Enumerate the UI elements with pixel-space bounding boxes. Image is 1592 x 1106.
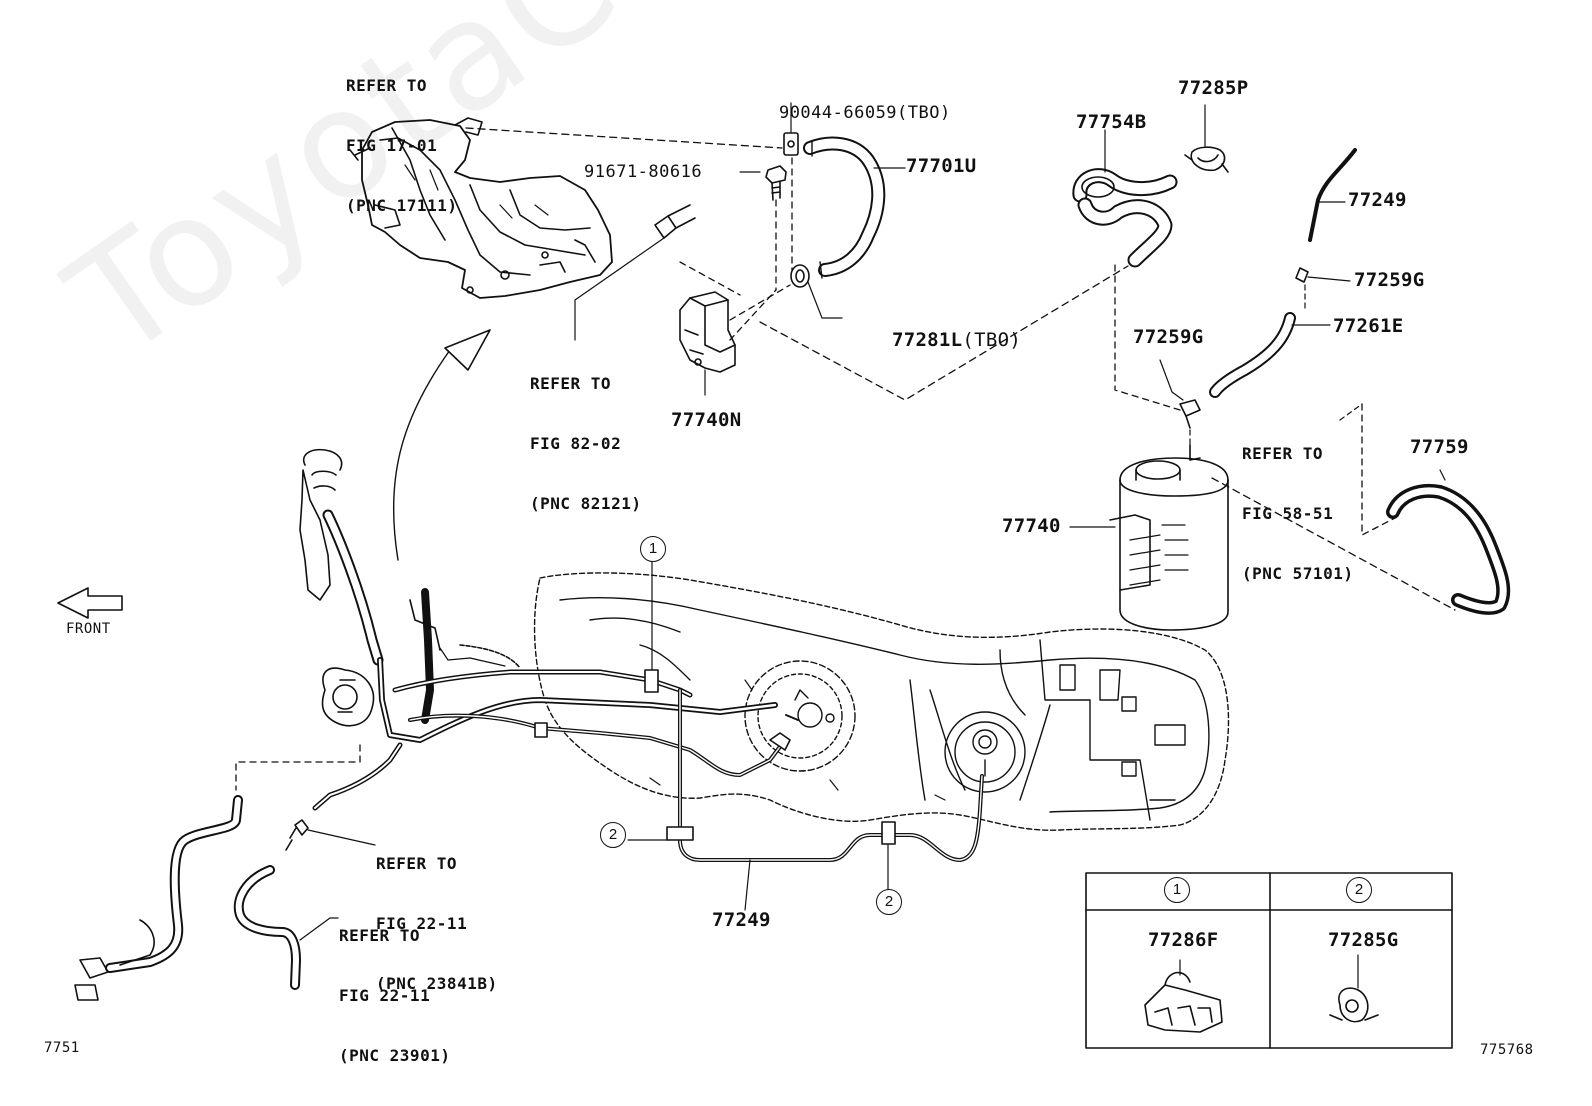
clip-77259G-right-drawing (1295, 267, 1351, 283)
tbo-note: (TBO) (962, 329, 1022, 351)
ref-line: (PNC 82121) (530, 494, 642, 513)
ref-line: (PNC 17111) (346, 196, 458, 215)
legend-col1-number: 1 (1164, 877, 1190, 903)
callout-2-left: 2 (600, 822, 626, 848)
ref-fig-22-11-b: REFER TO FIG 22-11 (PNC 23901) (339, 886, 450, 1106)
part-77249-top: 77249 (1348, 189, 1407, 211)
canister-77740-drawing (1069, 444, 1229, 631)
part-77281L: 77281L(TBO) (845, 309, 1021, 372)
ref-line: FIG 22-11 (376, 914, 468, 933)
ref-line: REFER TO (346, 76, 428, 95)
intake-manifold-drawing (349, 117, 613, 299)
ref-fig-82-02: REFER TO FIG 82-02 (PNC 82121) (530, 334, 641, 554)
hose-77249-top-drawing (1308, 148, 1357, 242)
tbo-note: (TBO) (897, 103, 951, 123)
part-77259G-left: 77259G (1133, 326, 1204, 348)
bolt-91671-drawing (739, 165, 787, 201)
figure-code-right: 775768 (1480, 1042, 1534, 1058)
hose-77754B-drawing (1072, 129, 1178, 268)
part-77701U: 77701U (906, 155, 977, 177)
fuel-lines-drawing (312, 559, 984, 896)
part-91671-80616: 91671-80616 (584, 162, 703, 182)
ref-line: REFER TO (530, 374, 612, 393)
part-77754B: 77754B (1076, 111, 1147, 133)
legend-col2-part: 77285G (1328, 929, 1399, 951)
hose-77701U-drawing (803, 136, 906, 279)
clip-77259G-left-drawing (1159, 359, 1201, 429)
part-number: 77281L (891, 329, 963, 351)
part-77740: 77740 (1002, 515, 1061, 537)
legend-col2-number: 2 (1346, 877, 1372, 903)
hose-77759-drawing (1386, 469, 1511, 615)
clamp-77285P-drawing (1184, 104, 1229, 173)
clamp-77281L-drawing (790, 264, 843, 319)
ref-line: (PNC 57101) (1242, 564, 1354, 583)
part-77259G-right: 77259G (1354, 269, 1425, 291)
ref-fig-17-01: REFER TO FIG 17-01 (PNC 17111) (346, 36, 457, 256)
breather-hose-left-drawing (74, 795, 243, 1001)
part-77759: 77759 (1410, 436, 1469, 458)
vent-hose-left-drawing (285, 819, 376, 851)
ref-line: REFER TO (1242, 444, 1324, 463)
legend-box-drawing (1085, 872, 1453, 1049)
part-77740N: 77740N (671, 409, 742, 431)
front-arrow-drawing (57, 587, 123, 619)
ref-line: FIG 58-51 (1242, 504, 1334, 523)
ref-line: REFER TO (376, 854, 458, 873)
part-77285P: 77285P (1178, 77, 1249, 99)
ref-line: FIG 22-11 (339, 986, 431, 1005)
figure-code-left: 7751 (44, 1040, 80, 1056)
callout-2-bottom: 2 (876, 889, 902, 915)
ref-line: REFER TO (339, 926, 421, 945)
hose-stub-82-drawing (574, 204, 696, 341)
ref-fig-22-11-a: REFER TO FIG 22-11 (PNC 23841B) (376, 814, 498, 1034)
part-77261E: 77261E (1333, 315, 1404, 337)
front-label: FRONT (66, 621, 111, 637)
fuel-tank-drawing (533, 572, 1230, 831)
filler-neck-drawing (299, 448, 521, 727)
callout-1-top: 1 (640, 536, 666, 562)
ref-fig-58-51: REFER TO FIG 58-51 (PNC 57101) (1242, 404, 1353, 624)
legend-col1-part: 77286F (1148, 929, 1219, 951)
ref-line: (PNC 23841B) (376, 974, 498, 993)
ref-line: FIG 82-02 (530, 434, 622, 453)
ref-line: (PNC 23901) (339, 1046, 451, 1065)
ref-line: FIG 17-01 (346, 136, 438, 155)
part-77249-bottom: 77249 (712, 909, 771, 931)
hose-23901-drawing (233, 865, 339, 990)
vsv-77740N-drawing (679, 291, 736, 396)
bracket-90044-drawing (783, 102, 799, 156)
part-number: 90044-66059 (778, 103, 898, 123)
hose-77261E-drawing (1209, 312, 1331, 398)
curved-arrow-drawing (392, 329, 491, 561)
part-90044-66059: 90044-66059(TBO) (736, 82, 951, 145)
